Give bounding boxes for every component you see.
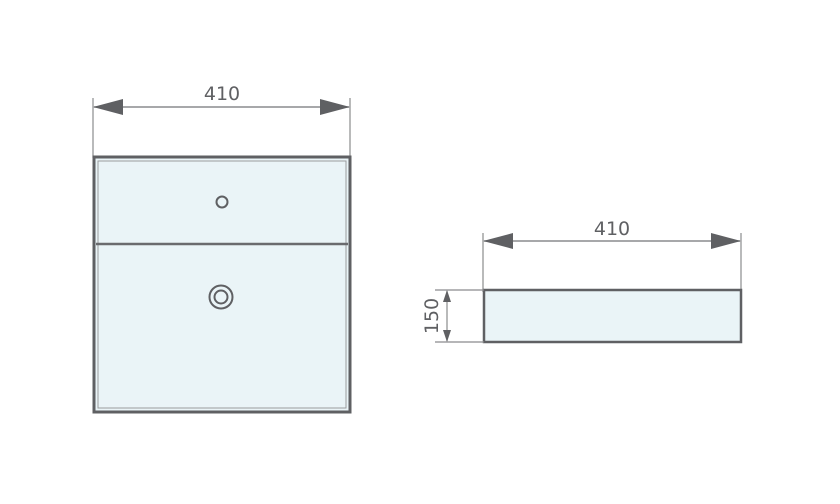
basin-outer-frame	[92, 155, 352, 414]
faucet-hole-icon	[215, 195, 229, 209]
side-width-label: 410	[594, 218, 630, 240]
side-height-label: 150	[421, 298, 443, 334]
drain-inner-ring-icon	[213, 289, 229, 305]
basin-side-profile	[482, 288, 743, 344]
front-view: 410	[92, 83, 352, 414]
front-width-label: 410	[204, 83, 240, 105]
side-view: 410 150	[421, 218, 743, 344]
basin-inner-rim	[97, 160, 347, 409]
